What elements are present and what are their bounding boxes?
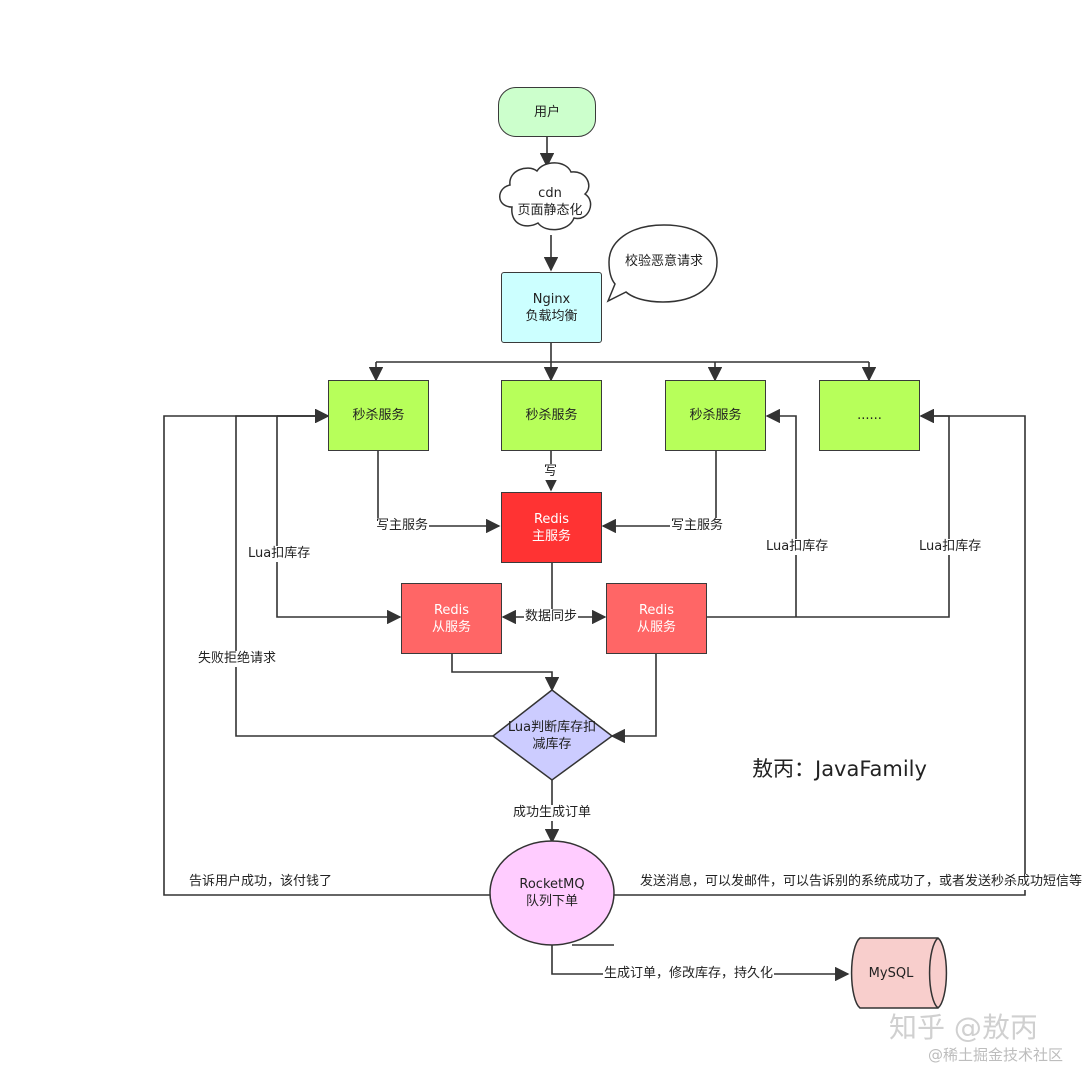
cdn-cloud-shape	[499, 162, 592, 231]
edge-lua-left	[276, 416, 402, 625]
edge-lua-mid	[765, 408, 797, 617]
redis-master-node: Redis 主服务	[501, 492, 602, 563]
seckill-service-2: 秒杀服务	[501, 380, 602, 451]
edge-send-message	[614, 408, 1026, 896]
lua-decision-node: Lua判断库存扣 减库存	[507, 720, 597, 752]
redis-slave-1-node: Redis 从服务	[401, 583, 502, 654]
edge-label-tell-user: 告诉用户成功，该付钱了	[188, 874, 334, 890]
rocketmq-node: RocketMQ 队列下单	[519, 877, 585, 909]
mq-ellipse-shape	[489, 840, 615, 946]
edge-slave2-decision	[610, 654, 657, 744]
edge-fail-reject	[235, 408, 493, 737]
edge-write-master-left	[377, 451, 501, 534]
edge-label-send-message: 发送消息，可以发邮件，可以告诉别的系统成功了，或者发送秒杀成功短信等	[639, 874, 1084, 890]
cdn-node: cdn 页面静态化	[517, 186, 583, 218]
juejin-watermark: @稀土掘金技术社区	[928, 1046, 1064, 1064]
edge-label-lua-deduct-left: Lua扣库存	[247, 546, 312, 562]
edge-label-lua-deduct-mid: Lua扣库存	[765, 539, 830, 555]
seckill-service-1: 秒杀服务	[328, 380, 429, 451]
callout-node: 校验恶意请求	[624, 253, 703, 269]
seckill-service-more: ......	[819, 380, 920, 451]
edge-label-fail-reject: 失败拒绝请求	[197, 651, 278, 667]
edge-nginx-bus	[376, 343, 869, 363]
nginx-node: Nginx 负载均衡	[501, 272, 602, 343]
zhihu-watermark: 知乎 @敖丙	[889, 1011, 1038, 1044]
edge-label-lua-deduct-right: Lua扣库存	[918, 539, 983, 555]
mysql-node: MySQL	[868, 965, 914, 981]
edge-label-write-master-left: 写主服务	[375, 518, 430, 534]
edge-tell-user	[163, 408, 490, 896]
edge-label-success-order: 成功生成订单	[512, 805, 593, 821]
edge-label-write-master-right: 写主服务	[670, 518, 725, 534]
lua-decision-shape	[491, 689, 614, 781]
edge-label-data-sync: 数据同步	[524, 609, 579, 625]
edge-label-write: 写	[543, 464, 559, 480]
edge-slave1-decision	[451, 654, 560, 692]
redis-slave-2-node: Redis 从服务	[606, 583, 707, 654]
user-node: 用户	[498, 87, 596, 137]
seckill-service-3: 秒杀服务	[665, 380, 766, 451]
edge-write-master-right	[601, 451, 717, 534]
edge-label-persist: 生成订单，修改库存，持久化	[603, 966, 775, 982]
author-label: 敖丙：JavaFamily	[752, 757, 927, 781]
callout-bubble-shape	[606, 224, 718, 303]
